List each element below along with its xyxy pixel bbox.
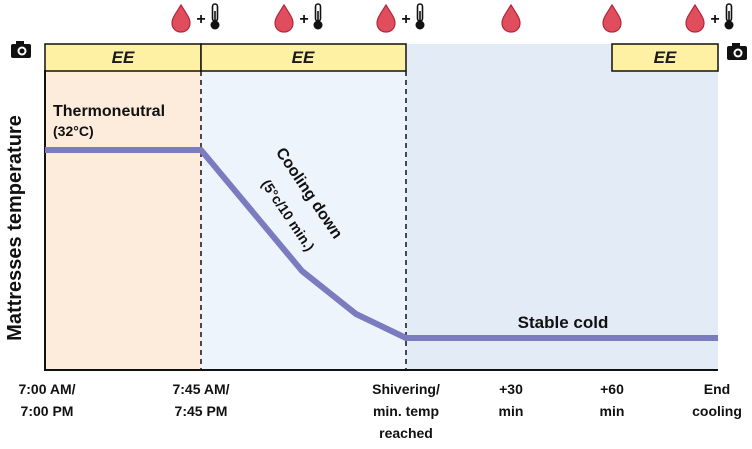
- time-label-745-line2: 7:45 PM: [175, 403, 228, 419]
- time-label-60-line2: min: [600, 403, 625, 419]
- ee-label-1: EE: [112, 48, 135, 67]
- ee-box-3: [611, 43, 719, 72]
- ee-label-3: EE: [654, 48, 677, 67]
- thermoneutral-temp: (32°C): [53, 123, 94, 139]
- temperature-line: [45, 147, 718, 341]
- y-axis-label: Mattresses temperature: [4, 115, 26, 341]
- thermometer-icon: [312, 3, 324, 31]
- blood-drop-icon: [376, 4, 396, 33]
- time-label-start-line1: 7:00 AM/: [18, 381, 75, 397]
- time-label-end-line1: End: [704, 381, 730, 397]
- time-label-30-line2: min: [499, 403, 524, 419]
- stable-cold-label: Stable cold: [518, 313, 609, 332]
- blood-drop-icon: [501, 4, 521, 33]
- time-label-end-line2: cooling: [692, 403, 742, 419]
- stable-cold-region: [406, 44, 718, 370]
- time-label-shivering-line3: reached: [379, 425, 433, 441]
- time-label-shivering-line1: Shivering/: [372, 381, 440, 397]
- thermometer-icon: [723, 3, 735, 31]
- plus-sign: +: [710, 11, 719, 28]
- blood-drop-icon: [274, 4, 294, 33]
- blood-drop-icon: [171, 4, 191, 33]
- time-label-30-line1: +30: [499, 381, 523, 397]
- plus-sign: +: [299, 11, 308, 28]
- camera-icon: [727, 43, 747, 60]
- time-label-60-line1: +60: [600, 381, 624, 397]
- thermometer-icon: [209, 3, 221, 31]
- blood-drop-icon: [602, 4, 622, 33]
- plus-sign: +: [401, 11, 410, 28]
- ee-label-2: EE: [292, 48, 315, 67]
- time-label-start-line2: 7:00 PM: [21, 403, 74, 419]
- thermoneutral-region: [45, 70, 201, 370]
- plus-sign: +: [196, 11, 205, 28]
- camera-icon: [11, 41, 31, 58]
- ee-box-2: [200, 43, 407, 72]
- time-label-shivering-line2: min. temp: [373, 403, 439, 419]
- thermometer-icon: [414, 3, 426, 31]
- thermoneutral-label: Thermoneutral: [53, 103, 165, 120]
- blood-drop-icon: [685, 4, 705, 33]
- time-label-745-line1: 7:45 AM/: [172, 381, 229, 397]
